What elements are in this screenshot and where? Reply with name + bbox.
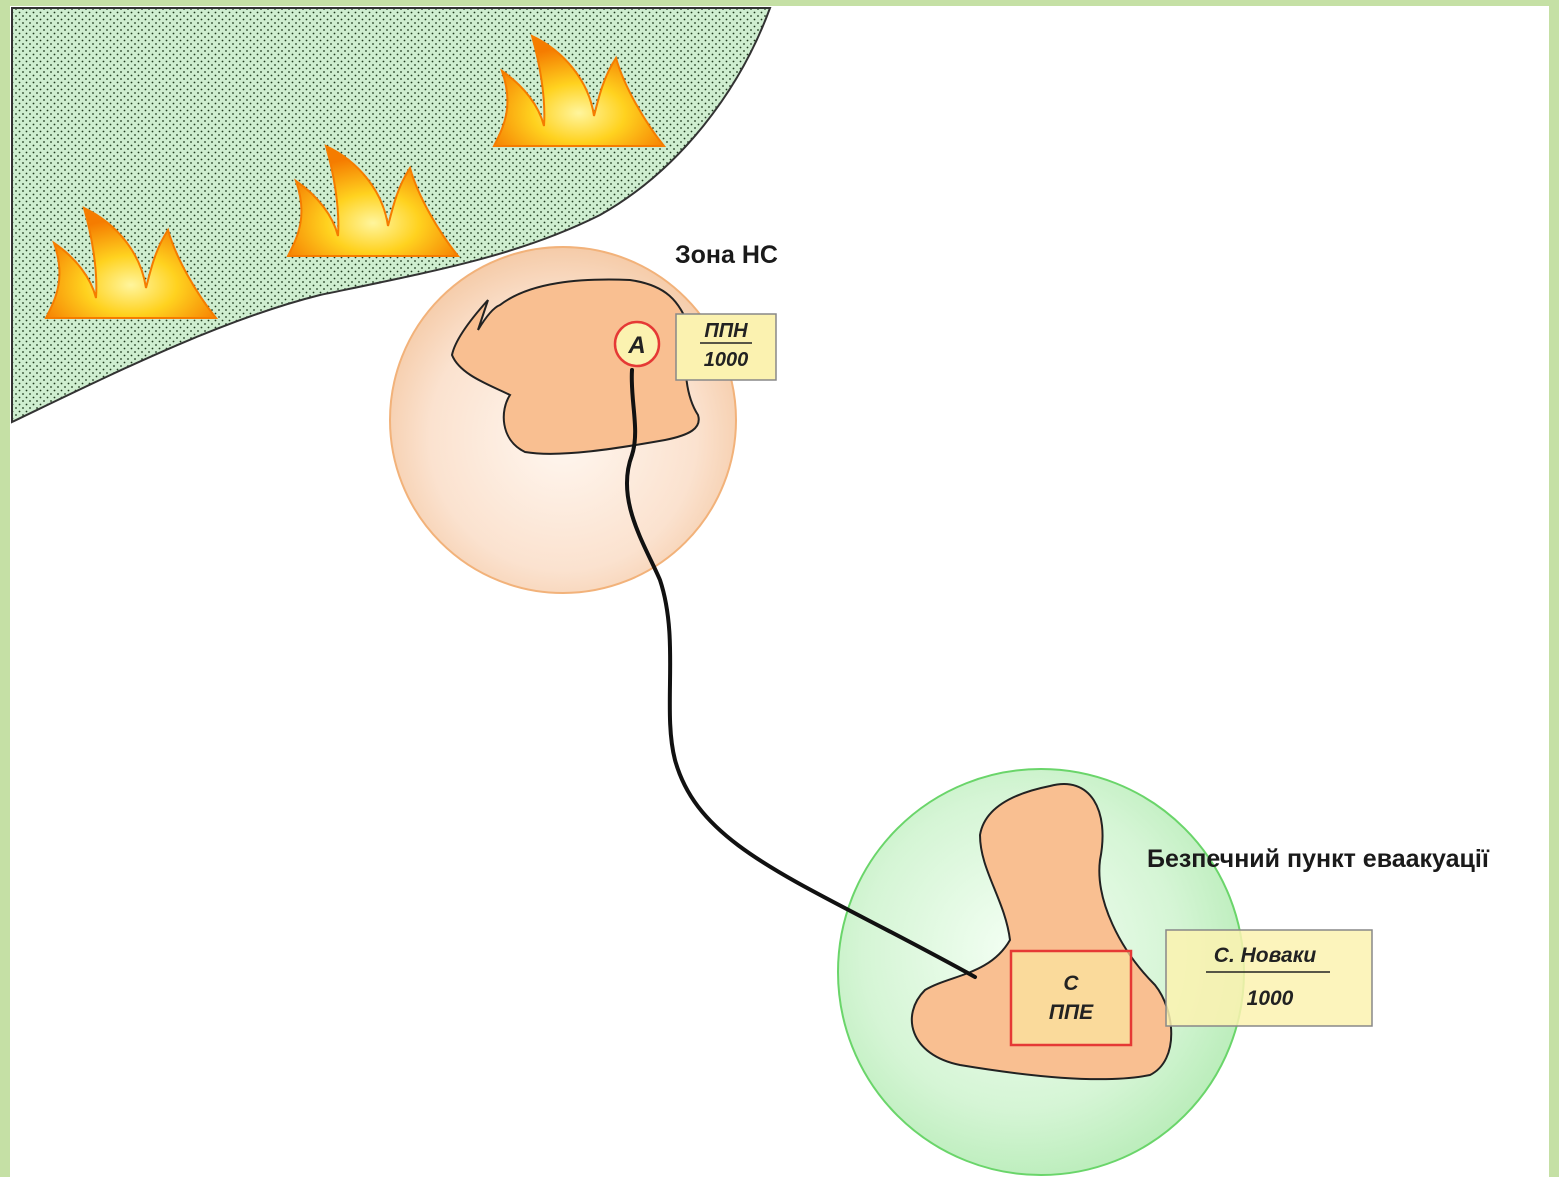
village-label-box: С. Новаки 1000 [1165, 929, 1373, 1027]
safe-point-title: Безпечний пункт еваакуації [1147, 845, 1490, 873]
village-label-bottom: 1000 [1247, 987, 1294, 1010]
fire-icon [44, 206, 219, 319]
ppe-line1: С [1063, 972, 1079, 995]
danger-zone-title: Зона НС [675, 241, 778, 269]
point-a-marker: A [613, 320, 661, 368]
evacuation-route [625, 368, 977, 979]
point-a-label: A [627, 332, 645, 359]
ppn-label-top: ППН [704, 320, 748, 342]
village-label-top: С. Новаки [1214, 944, 1317, 967]
ppe-line2: ППЕ [1049, 1001, 1094, 1024]
fire-icon [492, 34, 667, 147]
ppn-label-box: ППН 1000 [675, 313, 777, 381]
ppe-box: С ППЕ [1009, 949, 1133, 1047]
fire-icon [286, 144, 461, 257]
ppn-label-bottom: 1000 [704, 349, 749, 371]
